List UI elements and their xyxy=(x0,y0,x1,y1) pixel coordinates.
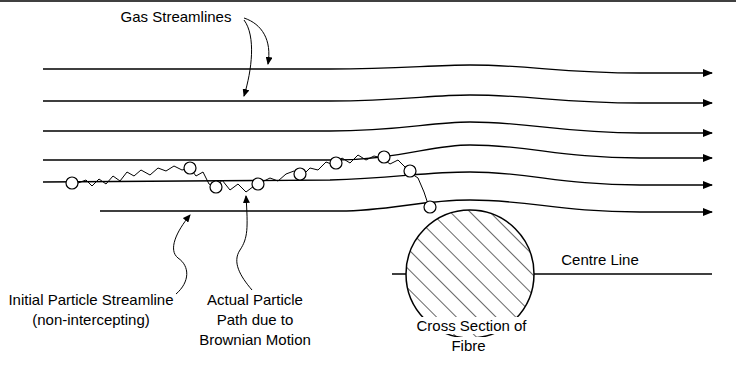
leader-lines xyxy=(174,18,269,294)
brownian-path xyxy=(78,155,428,204)
frame-line xyxy=(0,0,736,2)
label-text: Cross Section of Fibre xyxy=(400,316,540,356)
label-text: Initial Particle Streamline (non-interce… xyxy=(4,290,178,330)
label-text: Centre Line xyxy=(550,250,650,270)
label-text: Gas Streamlines xyxy=(108,7,244,27)
particles xyxy=(66,151,436,213)
label-text: Actual Particle Path due to Brownian Mot… xyxy=(190,290,320,350)
gas-streamlines xyxy=(43,65,712,212)
